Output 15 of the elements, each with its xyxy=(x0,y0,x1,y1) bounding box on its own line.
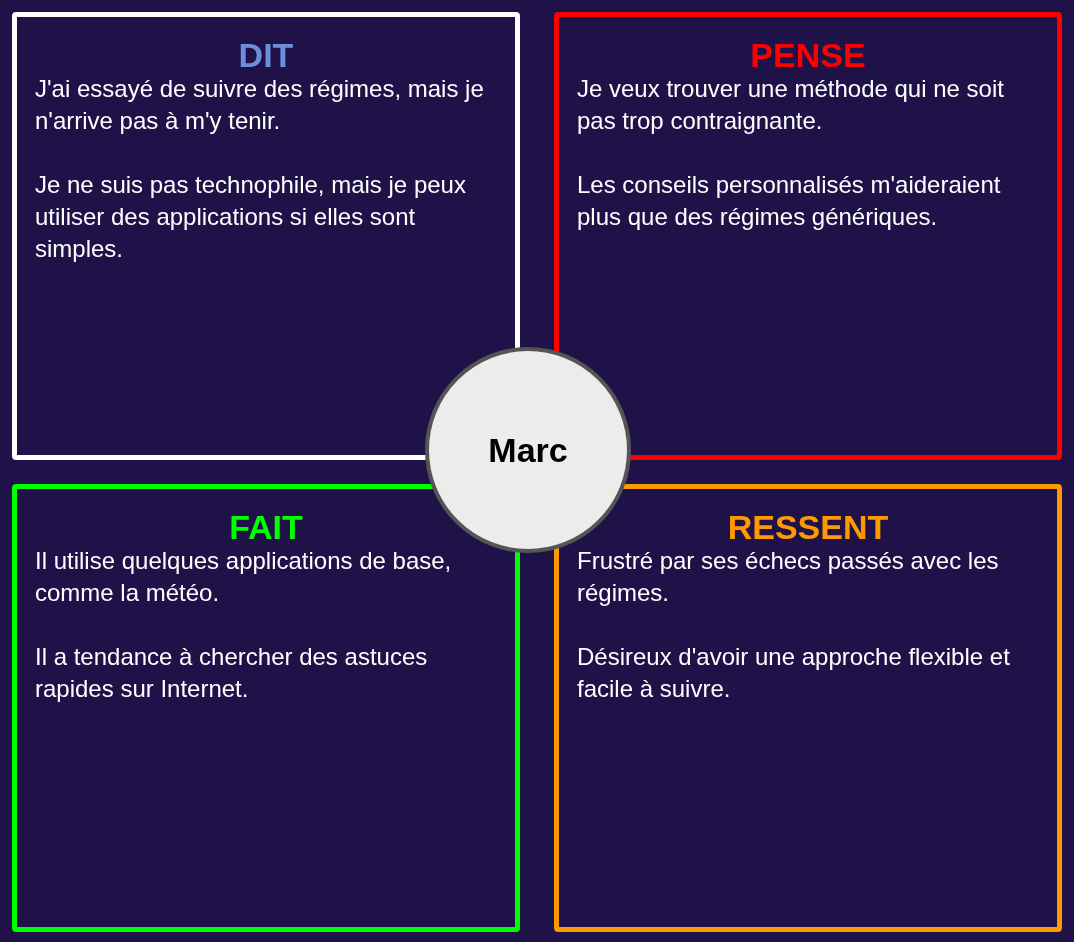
quadrant-text: Les conseils personnalisés m'aideraient plus que des régimes génériques. xyxy=(577,170,1002,232)
quadrant-panel xyxy=(12,484,520,932)
quadrant-heading: DIT xyxy=(237,37,295,73)
persona-name: Marc xyxy=(488,430,568,470)
quadrant-heading: FAIT xyxy=(228,509,304,545)
quadrant-text: Il utilise quelques applications de base, comme la météo. xyxy=(35,546,453,608)
quadrant-text: Frustré par ses échecs passés avec les régimes. xyxy=(577,546,1000,608)
quadrant-heading: RESSENT xyxy=(726,509,890,545)
quadrant-text: J'ai essayé de suivre des régimes, mais je n'arrive pas à m'y tenir. xyxy=(35,74,485,136)
quadrant-text: Il a tendance à chercher des astuces rapides sur Internet. xyxy=(35,642,429,704)
quadrant-text: Je ne suis pas technophile, mais je peux utiliser des applications si elles sont simples. xyxy=(35,170,467,264)
quadrant-text: Je veux trouver une méthode qui ne soit pas trop contraignante. xyxy=(577,74,1005,136)
quadrant-heading: PENSE xyxy=(749,37,867,73)
quadrant-panel xyxy=(554,484,1062,932)
quadrant-text: Désireux d'avoir une approche flexible et facile à suivre. xyxy=(577,642,1011,704)
